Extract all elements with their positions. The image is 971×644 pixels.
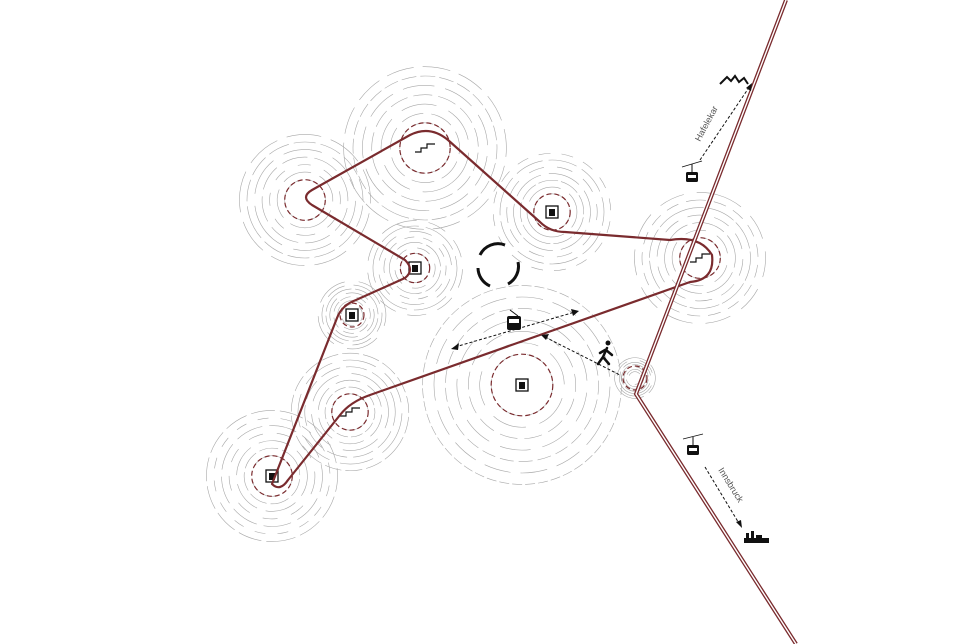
stairs-icon	[690, 253, 710, 263]
pedestrian-icon	[596, 340, 614, 366]
cluster-node	[614, 357, 656, 399]
innsbruck-label: Innsbruck	[716, 466, 745, 505]
cluster-node	[422, 285, 622, 485]
building-icon	[545, 205, 559, 219]
cable-car-line	[633, 0, 798, 644]
cluster-node	[367, 220, 463, 316]
stairs-icon	[340, 407, 360, 417]
city-skyline-icon	[744, 531, 769, 543]
cable-car-icon	[681, 160, 703, 182]
building-icon	[515, 378, 529, 392]
stairs-icon	[415, 143, 435, 153]
cycle-arrows-icon	[476, 242, 520, 288]
cluster-nodes	[206, 66, 766, 542]
cluster-node	[239, 134, 371, 266]
cluster-node	[492, 152, 612, 272]
cluster-node	[343, 66, 507, 230]
movement-arrows	[454, 85, 751, 526]
cluster-node	[290, 352, 410, 472]
cluster-node	[206, 410, 338, 542]
cable-car-icon	[682, 433, 704, 455]
building-icon	[345, 308, 359, 322]
cluster-node	[634, 192, 766, 324]
cluster-node	[317, 280, 387, 350]
route-line	[270, 129, 714, 489]
tram-icon	[507, 309, 521, 330]
mountain-icon	[719, 74, 749, 85]
